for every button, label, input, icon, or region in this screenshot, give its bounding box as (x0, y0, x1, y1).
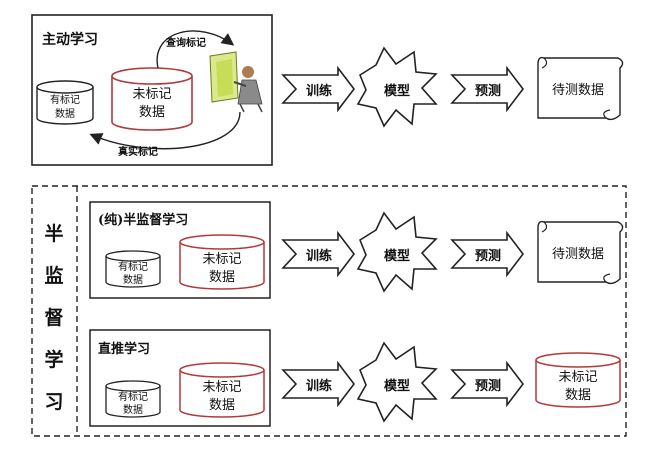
row3-predict-arrow (450, 360, 525, 408)
transductive-unlabeled-line1: 未标记 (202, 380, 241, 395)
semi-supervised-outer-box (31, 185, 627, 437)
row3-predict-label: 预测 (475, 378, 501, 394)
row2-target-scroll: 待测数据 (537, 220, 624, 285)
pure-unlabeled-data-cylinder: 未标记 数据 (179, 234, 265, 290)
row2-flow: 训练 模型 预测 待测数据 (281, 211, 624, 293)
row3-model-label: 模型 (384, 378, 410, 394)
active-labeled-line1: 有标记 (50, 93, 80, 106)
transductive-title: 直推学习 (98, 341, 150, 357)
row3-flow: 训练 模型 预测 未标记 数据 (281, 341, 621, 423)
pure-labeled-line2: 数据 (123, 273, 143, 286)
active-labeled-line2: 数据 (55, 107, 75, 120)
transductive-panel: 直推学习 有标记 数据 未标记 数据 (89, 329, 271, 427)
row1-train-arrow (281, 65, 356, 113)
active-unlabeled-line2: 数据 (139, 105, 165, 120)
row2-predict-label: 预测 (475, 248, 501, 264)
transductive-labeled-data-cylinder: 有标记 数据 (105, 380, 161, 418)
active-unlabeled-line1: 未标记 (132, 87, 171, 102)
truth-label: 真实标记 (118, 145, 158, 158)
truth-label-arrow (89, 111, 241, 150)
transductive-labeled-line1: 有标记 (118, 390, 148, 403)
row3-train-arrow (281, 360, 356, 408)
semi-supervised-group: 半 监 督 学 习 (31, 185, 627, 437)
row2-predict-arrow (450, 230, 525, 278)
vertical-title-char-5: 习 (44, 391, 63, 413)
row1-model-label: 模型 (384, 83, 410, 99)
query-label: 查询标记 (165, 36, 206, 49)
transductive-unlabeled-data-cylinder: 未标记 数据 (179, 362, 265, 418)
pure-semi-title: (纯)半监督学习 (98, 212, 188, 228)
row1-predict-arrow (450, 65, 525, 113)
vertical-title-char-4: 学 (44, 348, 63, 371)
row1-target-label: 待测数据 (552, 83, 604, 98)
row3-target-line2: 数据 (565, 388, 591, 403)
row3-train-label: 训练 (306, 378, 332, 394)
row2-train-arrow (281, 230, 356, 278)
row3-target-unlabeled-cylinder: 未标记 数据 (535, 352, 621, 408)
pure-labeled-data-cylinder: 有标记 数据 (105, 250, 161, 288)
row1-flow: 训练 模型 预测 待测数据 (281, 46, 624, 128)
row2-model-burst (356, 211, 438, 293)
query-arrow (156, 30, 235, 69)
active-learning-title: 主动学习 (42, 31, 98, 48)
row1-train-label: 训练 (306, 83, 332, 99)
transductive-labeled-line2: 数据 (123, 403, 143, 416)
row2-target-label: 待测数据 (552, 247, 604, 262)
vertical-title-char-1: 半 (44, 222, 63, 245)
pure-unlabeled-line2: 数据 (209, 270, 235, 285)
row2-train-label: 训练 (306, 248, 332, 264)
annotator-person-icon (209, 51, 263, 113)
row3-target-line1: 未标记 (558, 370, 597, 385)
row3-model-burst (356, 341, 438, 423)
pure-labeled-line1: 有标记 (118, 260, 148, 273)
pure-unlabeled-line1: 未标记 (202, 252, 241, 267)
active-learning-panel: 主动学习 有标记 数据 未标记 数据 查询标记 真实标记 (31, 14, 273, 166)
vertical-title-char-2: 监 (44, 264, 63, 287)
vertical-title-char-3: 督 (44, 306, 63, 329)
row1-model-burst (356, 46, 438, 128)
pure-semi-supervised-panel: (纯)半监督学习 有标记 数据 未标记 数据 (89, 201, 271, 299)
row1-predict-label: 预测 (475, 83, 501, 99)
transductive-unlabeled-line2: 数据 (209, 398, 235, 413)
row2-model-label: 模型 (384, 248, 410, 264)
active-labeled-data-cylinder: 有标记 数据 (36, 80, 94, 125)
active-unlabeled-data-cylinder: 未标记 数据 (111, 67, 193, 131)
row1-target-scroll: 待测数据 (537, 56, 624, 121)
